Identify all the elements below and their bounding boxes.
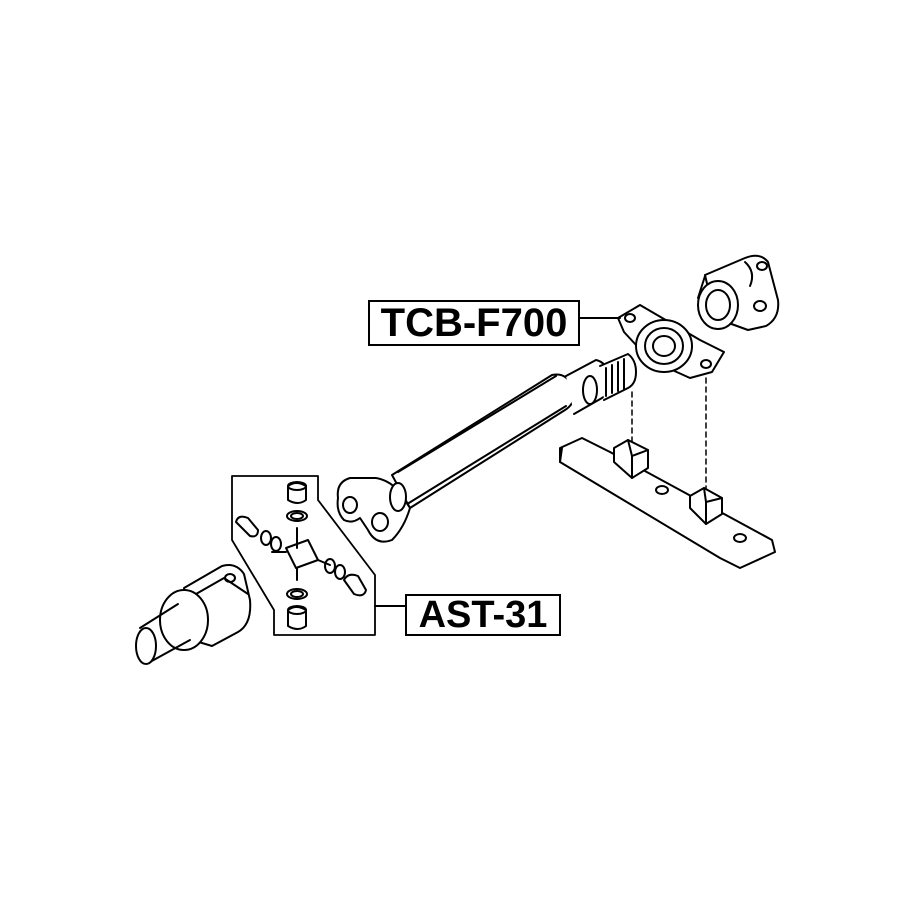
rear-flange-yoke xyxy=(697,254,780,331)
universal-joint-kit xyxy=(231,475,406,636)
crossmember-bracket xyxy=(559,437,776,569)
propeller-shaft-tube xyxy=(391,353,637,509)
mounting-guide-lines xyxy=(631,377,707,491)
shaft-front-yoke xyxy=(336,477,411,543)
part-number-label-universal-joint[interactable]: AST-31 xyxy=(405,594,561,636)
center-bearing xyxy=(617,304,725,379)
transmission-slip-yoke xyxy=(135,564,252,665)
part-number-label-center-bearing[interactable]: TCB-F700 xyxy=(368,300,580,346)
